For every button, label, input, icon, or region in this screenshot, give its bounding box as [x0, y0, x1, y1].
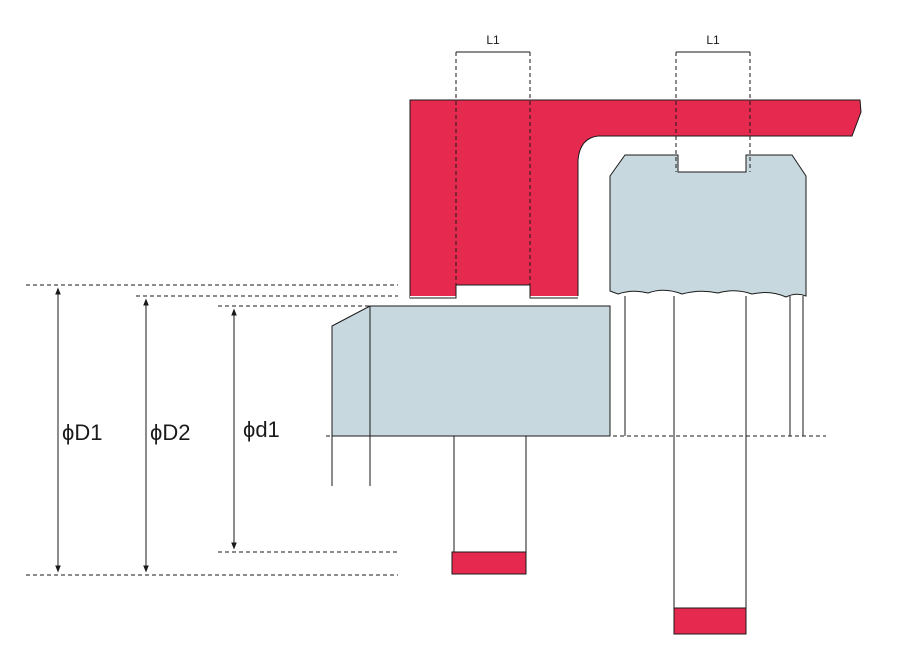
- l1-right-label: L1: [706, 33, 720, 47]
- right-metal-block: [609, 154, 807, 298]
- l1-left-label: L1: [486, 33, 500, 47]
- left-metal-block: [331, 305, 611, 437]
- right-stem-red-cap: [673, 607, 747, 635]
- left-stem-red-cap: [451, 551, 527, 575]
- seal-gap-strip: [410, 296, 610, 306]
- dim-label-D2: ϕD2: [150, 420, 190, 445]
- seal-gap-outline: [410, 284, 578, 299]
- dim-label-D1: ϕD1: [62, 420, 102, 445]
- dim-label-d1: ϕd1: [243, 417, 280, 442]
